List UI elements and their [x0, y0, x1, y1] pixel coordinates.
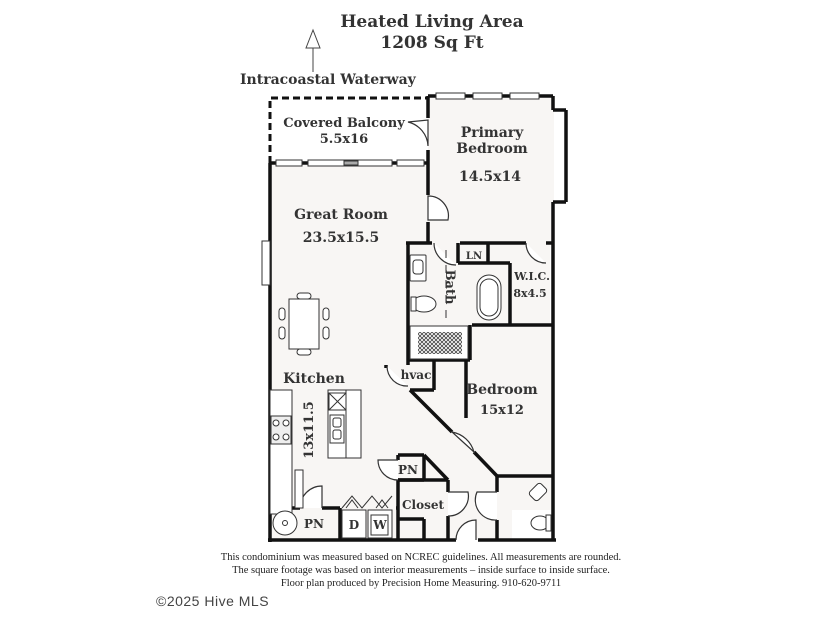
compass-label: Intracoastal Waterway [240, 72, 416, 88]
windows [261, 92, 540, 286]
kitchen-counter [269, 389, 304, 515]
footer-note-2: The square footage was based on interior… [232, 565, 610, 576]
primary-bedroom-label-1: Primary [461, 125, 524, 141]
kitchen-label: Kitchen [283, 371, 345, 387]
doors [299, 119, 547, 541]
covered-balcony-dims: 5.5x16 [320, 132, 368, 147]
wic-label: W.I.C. [513, 270, 550, 283]
footer-credit: Floor plan produced by Precision Home Me… [280, 578, 562, 589]
bedroom-label: Bedroom [466, 382, 538, 398]
primary-bedroom-label-2: Bedroom [456, 141, 528, 157]
kitchen-island [327, 389, 362, 459]
closet-label: Closet [402, 498, 445, 512]
bath-label: Bath [442, 270, 457, 305]
covered-balcony-outline [268, 96, 428, 163]
linen-label: LN [466, 251, 482, 262]
primary-bedroom-dims: 14.5x14 [459, 169, 521, 185]
dining-table-icon [278, 292, 330, 356]
laundry-fixtures [272, 495, 393, 539]
great-room-label: Great Room [294, 207, 388, 223]
pantry-laundry-label: PN [304, 517, 324, 531]
north-arrow-icon [305, 28, 321, 72]
bedroom-dims: 15x12 [480, 403, 524, 418]
walls [268, 94, 568, 542]
dryer-label: D [349, 518, 359, 532]
hvac-label: hvac [401, 368, 432, 382]
wic-dims: 8x4.5 [513, 287, 546, 300]
copyright-watermark: ©2025 Hive MLS [156, 593, 270, 609]
great-room-dims: 23.5x15.5 [303, 230, 380, 246]
footer-note-1: This condominium was measured based on N… [220, 552, 622, 563]
bath-fixtures [409, 250, 502, 321]
hall-bath-fixtures [528, 482, 552, 532]
covered-balcony-label: Covered Balcony [283, 116, 405, 131]
shower-tile [409, 325, 469, 360]
washer-label: W [372, 518, 387, 532]
kitchen-dims: 13x11.5 [302, 401, 317, 459]
pantry-hall-label: PN [398, 463, 418, 477]
plan-area: 1208 Sq Ft [380, 33, 484, 53]
plan-title: Heated Living Area [340, 12, 524, 32]
